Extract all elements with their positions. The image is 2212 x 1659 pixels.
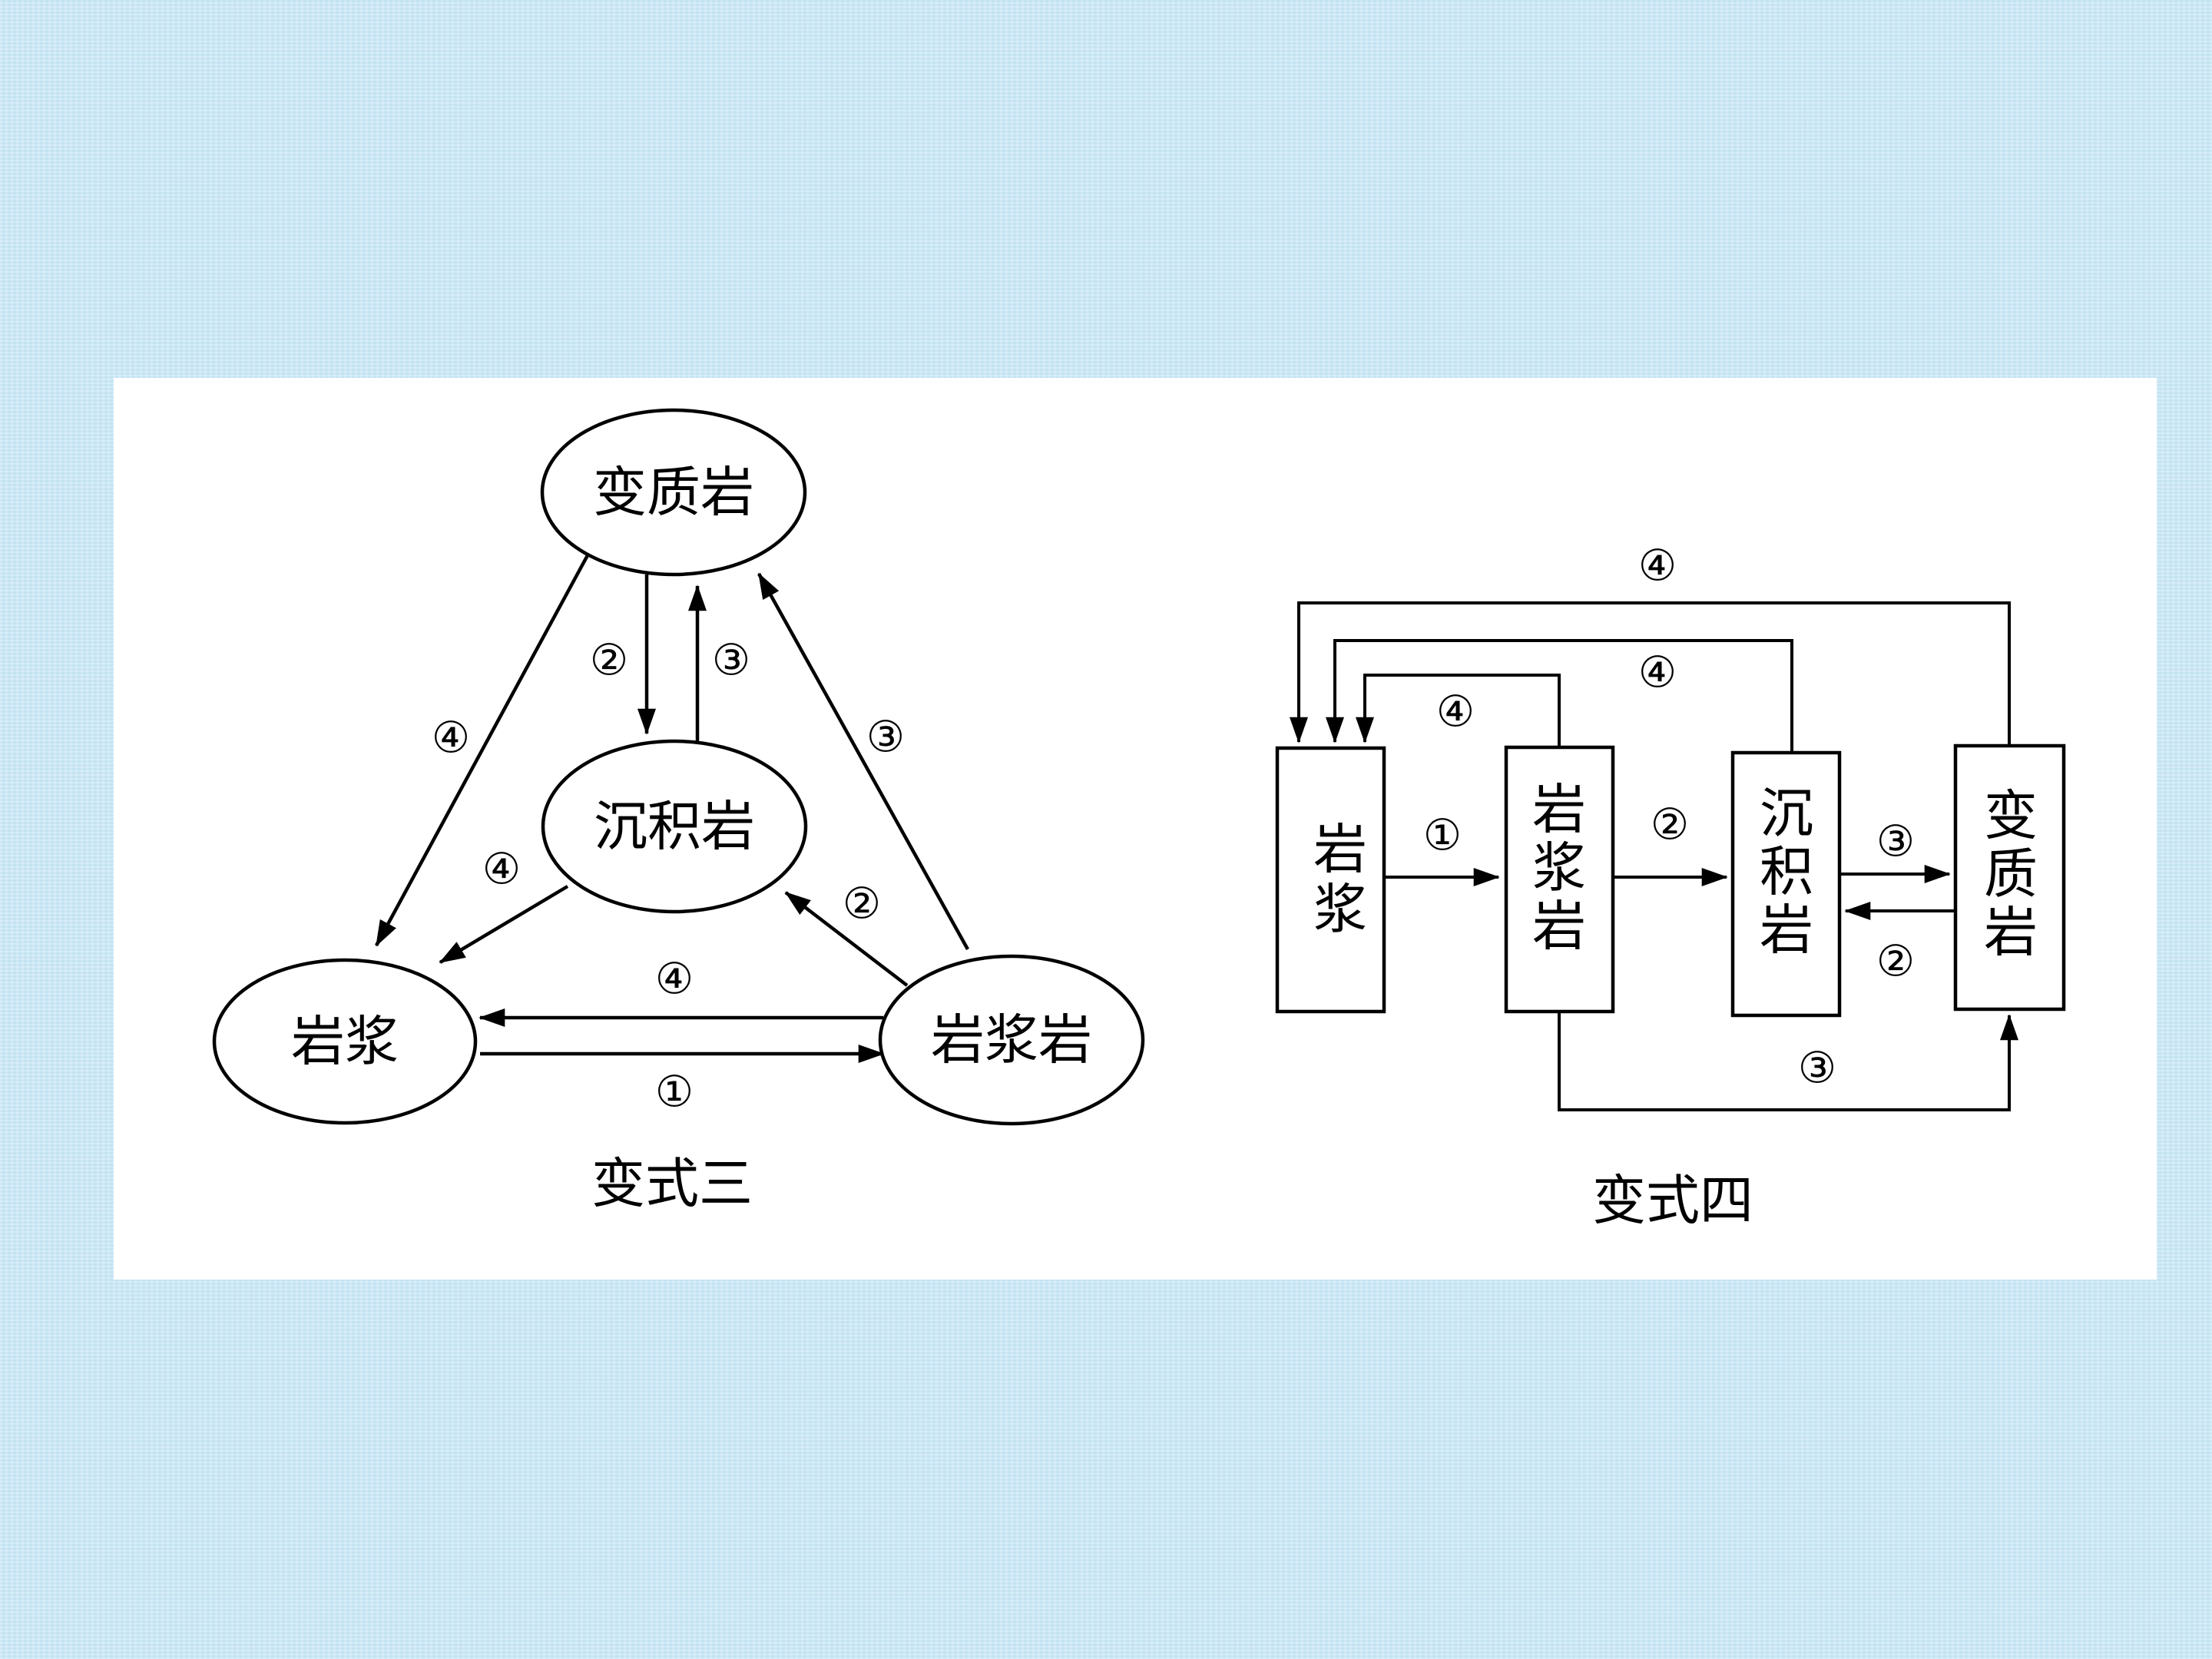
v4-node-igneous-char-2: 浆 <box>1532 836 1586 899</box>
v4-label-igneous-to-meta: ③ <box>1798 1044 1836 1094</box>
v4-node-igneous-char-3: 岩 <box>1532 895 1586 958</box>
v3-node-metamorphic <box>540 408 807 577</box>
v3-arrow-meta-to-magma <box>375 554 589 947</box>
v4-label-sed-to-magma: ④ <box>1638 648 1677 698</box>
rock-cycle-diagram: 变质岩 沉积岩 岩浆 岩浆岩 ② ③ ④ ③ ④ ② ④ ① 变式三 岩 浆 岩… <box>212 408 2066 1232</box>
variant4-diagram: 岩 浆 岩 浆 岩 沉 积 岩 变 质 岩 ① ② ③ ② ③ ④ ④ ④ 变式… <box>1275 541 2066 1232</box>
v3-label-igneous-to-sed: ② <box>843 879 881 929</box>
v3-node-igneous-label: 岩浆岩 <box>931 1008 1092 1071</box>
v4-label-igneous-to-magma: ④ <box>1436 687 1475 737</box>
v4-label-meta-to-sed: ② <box>1876 937 1915 987</box>
v4-node-metamorphic <box>1953 743 2066 1012</box>
v4-label-sed-to-meta: ③ <box>1876 817 1915 867</box>
v4-node-igneous-char-1: 岩 <box>1532 778 1586 841</box>
v4-node-metamorphic-char-3: 岩 <box>1984 901 2038 964</box>
v3-node-igneous <box>878 954 1145 1126</box>
v4-node-igneous <box>1504 745 1615 1014</box>
v3-label-magma-to-igneous: ① <box>655 1068 694 1118</box>
v3-node-sedimentary-label: 沉积岩 <box>594 795 755 858</box>
v4-node-sedimentary <box>1730 750 1842 1018</box>
v4-node-metamorphic-char-1: 变 <box>1984 784 2038 847</box>
v3-label-sed-to-magma: ④ <box>482 845 521 895</box>
v4-label-meta-to-magma: ④ <box>1638 541 1677 591</box>
v4-node-metamorphic-char-2: 质 <box>1984 843 2038 906</box>
v4-node-sedimentary-char-3: 岩 <box>1760 899 1813 962</box>
v3-label-meta-to-sed: ② <box>590 636 628 686</box>
v4-label-igneous-to-sed: ② <box>1651 800 1689 850</box>
v3-label-igneous-to-meta: ③ <box>866 713 905 763</box>
v3-arrow-igneous-to-meta <box>757 572 969 951</box>
v4-arrow-igneous-to-magma <box>1356 674 1561 747</box>
v4-caption: 变式四 <box>1592 1169 1753 1232</box>
v4-arrow-igneous-to-meta <box>1558 1012 2018 1111</box>
v3-caption: 变式三 <box>591 1152 753 1215</box>
v4-node-sedimentary-char-1: 沉 <box>1760 782 1813 845</box>
v3-label-meta-to-magma: ④ <box>432 714 470 763</box>
diagram-panel: 变质岩 沉积岩 岩浆 岩浆岩 ② ③ ④ ③ ④ ② ④ ① 变式三 岩 浆 岩… <box>114 378 2157 1280</box>
v3-node-metamorphic-label: 变质岩 <box>593 461 754 524</box>
v4-node-magma <box>1275 746 1386 1014</box>
v4-arrow-sed-to-magma <box>1326 639 1793 753</box>
v3-arrow-sed-to-magma <box>439 885 569 964</box>
v3-arrow-igneous-to-sed <box>784 891 909 987</box>
v3-label-sed-to-meta: ③ <box>712 636 750 686</box>
v3-node-sedimentary <box>541 739 808 914</box>
v4-label-magma-to-igneous: ① <box>1423 811 1462 861</box>
v4-node-magma-char-1: 岩 <box>1313 818 1367 881</box>
v4-node-sedimentary-char-2: 积 <box>1760 840 1813 903</box>
v3-label-igneous-to-magma: ④ <box>655 955 694 1005</box>
variant3-diagram: 变质岩 沉积岩 岩浆 岩浆岩 ② ③ ④ ③ ④ ② ④ ① 变式三 <box>212 408 1145 1215</box>
v3-node-magma-label: 岩浆 <box>291 1010 399 1073</box>
v4-node-magma-char-2: 浆 <box>1313 878 1367 941</box>
v4-arrow-meta-to-magma <box>1290 601 2011 746</box>
v3-node-magma <box>212 958 478 1125</box>
